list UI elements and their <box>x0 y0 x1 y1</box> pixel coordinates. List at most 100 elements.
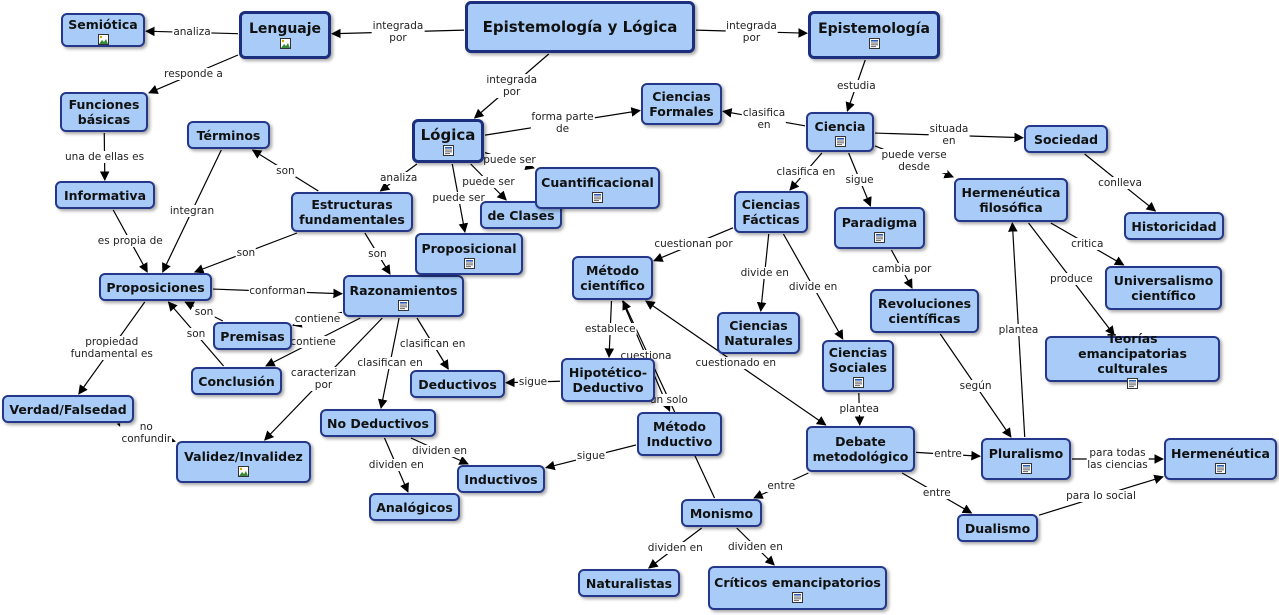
document-icon[interactable] <box>398 299 409 311</box>
link-label: son <box>367 247 388 260</box>
node-de-clases[interactable]: de Clases <box>480 201 562 229</box>
node-naturalistas[interactable]: Naturalistas <box>578 569 680 597</box>
node-analogicos[interactable]: Analógicos <box>369 493 460 521</box>
document-icon[interactable] <box>834 135 846 147</box>
node-label: Términos <box>196 127 261 143</box>
node-revoluciones-cientificas[interactable]: Revoluciones científicas <box>870 289 979 333</box>
link-label: cambia por <box>871 263 933 275</box>
node-label: Cuantificacional <box>541 174 654 190</box>
document-icon[interactable] <box>1020 462 1032 474</box>
link-label: dividen en <box>411 445 468 457</box>
node-label: Analógicos <box>376 499 453 515</box>
node-razonamientos[interactable]: Razonamientos <box>343 275 464 317</box>
node-label: Críticos emancipatorios <box>714 574 881 590</box>
link-label: contiene <box>293 312 342 325</box>
node-proposiciones[interactable]: Proposiciones <box>99 273 212 301</box>
document-icon[interactable] <box>874 231 885 243</box>
node-ciencias-naturales[interactable]: Ciencias Naturales <box>717 312 800 354</box>
image-icon[interactable] <box>279 37 291 49</box>
node-conclusion[interactable]: Conclusión <box>191 367 282 395</box>
node-label: Ciencia <box>814 118 866 134</box>
link-label: clasifican en <box>356 357 424 369</box>
link-label: plantea <box>997 324 1040 336</box>
node-deductivos[interactable]: Deductivos <box>410 370 505 398</box>
node-label: Hipotético-Deductivo <box>568 365 648 395</box>
link-label: para todas las ciencias <box>1086 447 1149 471</box>
node-metodo-cientifico[interactable]: Método científico <box>572 256 653 300</box>
node-label: Semiótica <box>68 16 138 32</box>
node-proposicional[interactable]: Proposicional <box>415 233 523 275</box>
node-label: Lenguaje <box>248 20 322 37</box>
node-ciencia[interactable]: Ciencia <box>806 112 874 152</box>
node-label: No Deductivos <box>327 415 429 431</box>
document-icon[interactable] <box>463 257 475 269</box>
node-no-deductivos[interactable]: No Deductivos <box>320 409 436 437</box>
node-ciencias-sociales[interactable]: Ciencias Sociales <box>822 340 894 392</box>
node-informativa[interactable]: Informativa <box>55 181 155 209</box>
node-dualismo[interactable]: Dualismo <box>957 514 1038 542</box>
node-hermeneutica[interactable]: Hermenéutica <box>1164 438 1277 480</box>
node-validez-invalidez[interactable]: Validez/Invalidez <box>176 441 311 483</box>
node-label: Debate metodológico <box>812 434 909 464</box>
link-label: integran <box>168 205 216 217</box>
node-terminos[interactable]: Términos <box>187 121 270 149</box>
node-epistemologia[interactable]: Epistemología <box>808 11 940 59</box>
node-logica[interactable]: Lógica <box>412 119 484 163</box>
document-icon[interactable] <box>868 37 880 49</box>
node-hermeneutica-filosofica[interactable]: Hermenéutica filosófica <box>954 178 1068 222</box>
node-label: Universalismo científico <box>1113 273 1214 303</box>
document-icon[interactable] <box>1127 377 1138 389</box>
image-icon[interactable] <box>238 465 249 477</box>
node-monismo[interactable]: Monismo <box>681 499 762 527</box>
link-label: analiza <box>378 171 419 184</box>
node-teorias-emancipatorias-culturales[interactable]: Teorías emancipatorias culturales <box>1045 331 1220 389</box>
link-label: cuestionado en <box>694 357 777 369</box>
link-label: integrada por <box>725 19 778 44</box>
node-label: Lógica <box>420 125 476 144</box>
node-metodo-inductivo[interactable]: Método Inductivo <box>637 412 722 456</box>
node-label: Ciencias Formales <box>649 89 714 119</box>
node-sociedad[interactable]: Sociedad <box>1024 125 1108 153</box>
node-historicidad[interactable]: Historicidad <box>1124 212 1224 240</box>
node-label: Epistemología <box>818 20 930 37</box>
node-paradigma[interactable]: Paradigma <box>834 207 925 249</box>
node-lenguaje[interactable]: Lenguaje <box>239 11 331 59</box>
node-verdad-falsedad[interactable]: Verdad/Falsedad <box>2 395 134 423</box>
document-icon[interactable] <box>792 591 803 603</box>
node-estructuras-fundamentales[interactable]: Estructuras fundamentales <box>291 192 413 232</box>
document-icon[interactable] <box>442 144 454 156</box>
node-semiotica[interactable]: Semiótica <box>61 13 145 47</box>
document-icon[interactable] <box>1215 462 1226 474</box>
node-pluralismo[interactable]: Pluralismo <box>981 438 1071 480</box>
link-label: contiene <box>289 336 337 348</box>
link-label: responde a <box>163 67 224 80</box>
node-universalismo-cientifico[interactable]: Universalismo científico <box>1105 266 1222 310</box>
link-label: dividen en <box>367 459 425 471</box>
node-label: Método científico <box>580 263 645 293</box>
node-premisas[interactable]: Premisas <box>213 322 292 350</box>
node-label: Proposicional <box>421 240 517 256</box>
document-icon[interactable] <box>592 191 603 203</box>
node-ciencias-facticas[interactable]: Ciencias Fácticas <box>734 191 808 233</box>
node-label: Estructuras fundamentales <box>299 197 405 227</box>
node-label: Teorías emancipatorias culturales <box>1078 330 1187 376</box>
node-label: Ciencias Naturales <box>724 318 793 348</box>
link-label: no confundir <box>120 420 173 445</box>
node-epistemologia-y-logica[interactable]: Epistemología y Lógica <box>465 1 695 53</box>
node-inductivos[interactable]: Inductivos <box>457 465 545 493</box>
node-debate-metodologico[interactable]: Debate metodológico <box>806 426 915 472</box>
node-hipotetico-deductivo[interactable]: Hipotético-Deductivo <box>561 358 655 402</box>
node-label: Validez/Invalidez <box>184 448 303 464</box>
node-label: Epistemología y Lógica <box>482 17 678 36</box>
node-label: Monismo <box>689 505 754 521</box>
node-cuantificacional[interactable]: Cuantificacional <box>535 167 660 209</box>
node-criticos-emancipatorios[interactable]: Críticos emancipatorios <box>708 566 887 610</box>
node-label: Informativa <box>63 187 147 203</box>
node-label: Hermenéutica filosófica <box>961 185 1061 215</box>
image-icon[interactable] <box>97 33 109 45</box>
link-label: entre <box>766 479 797 492</box>
node-label: Conclusión <box>198 373 275 389</box>
node-funciones-basicas[interactable]: Funciones básicas <box>60 92 148 132</box>
node-ciencias-formales[interactable]: Ciencias Formales <box>641 83 722 125</box>
document-icon[interactable] <box>852 376 864 388</box>
